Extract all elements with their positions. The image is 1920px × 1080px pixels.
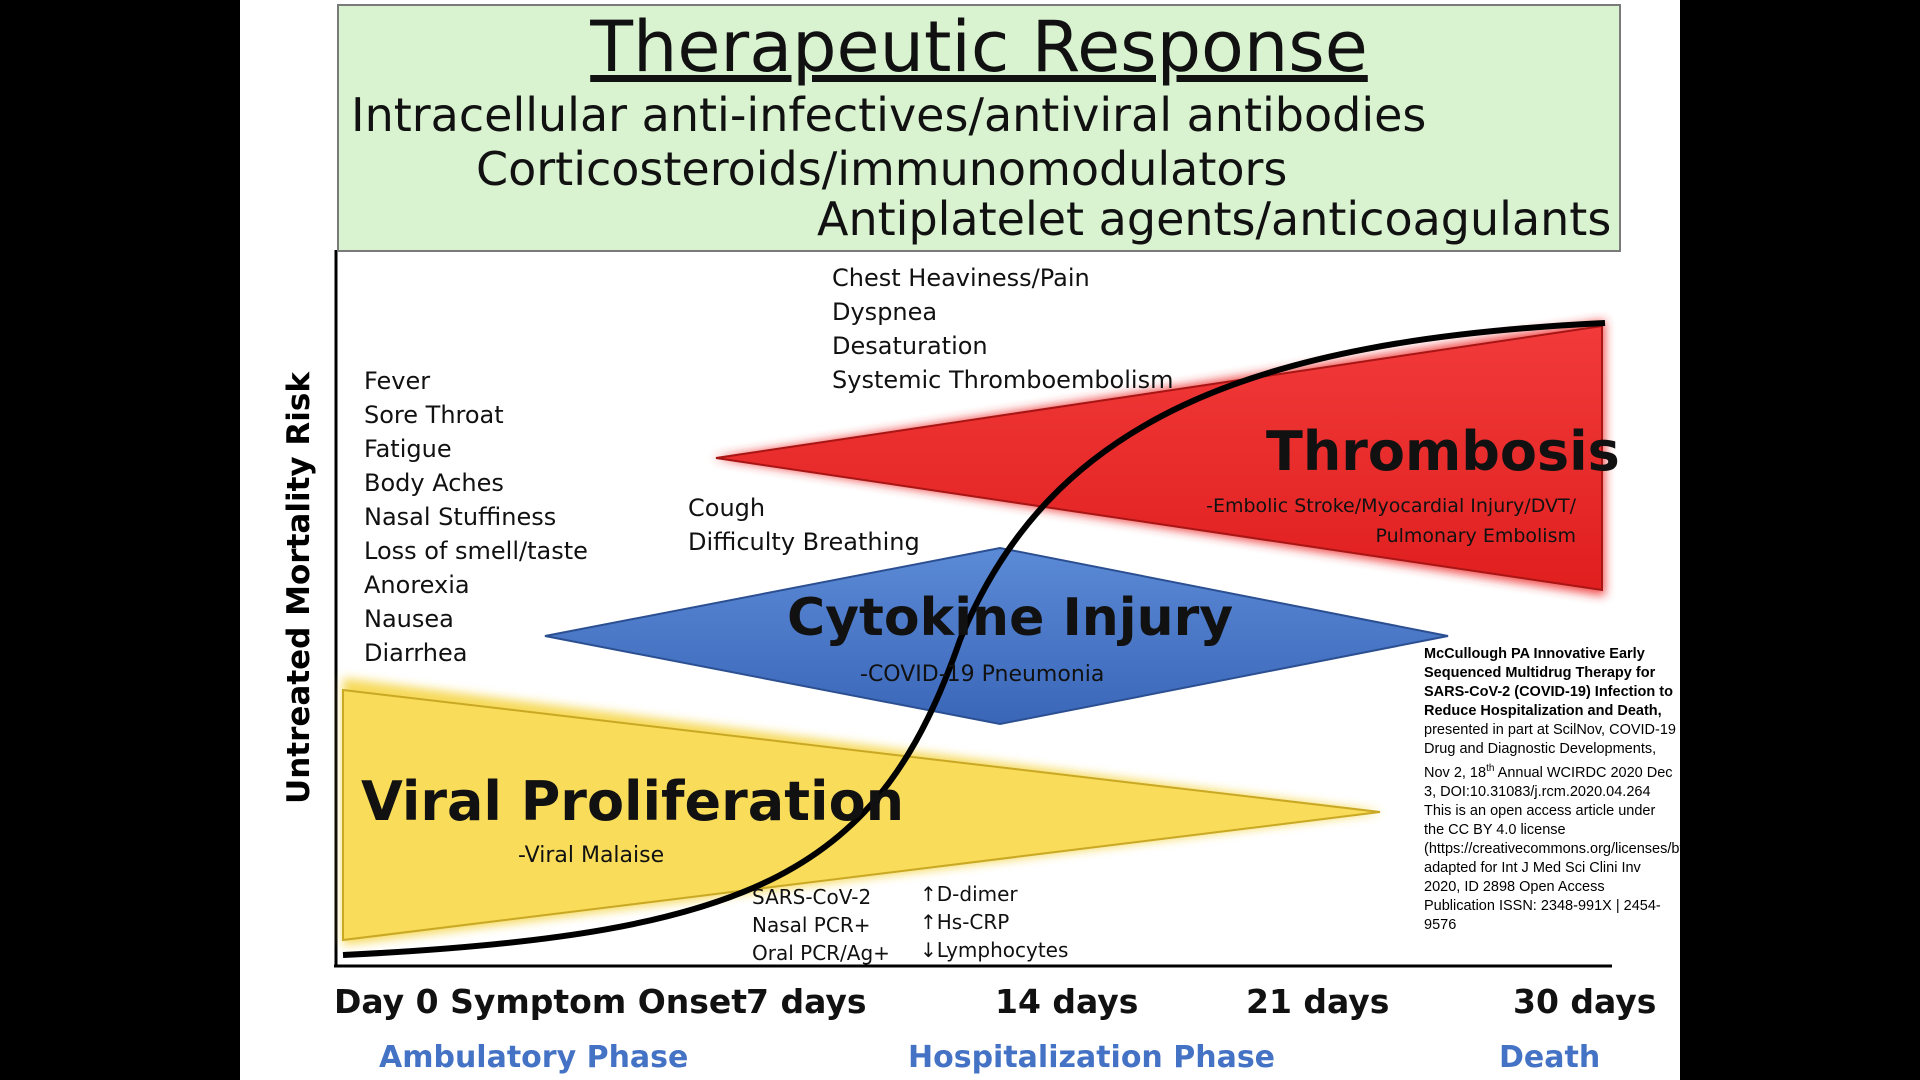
timeline-14-days: 14 days xyxy=(995,982,1139,1021)
test-item: Oral PCR/Ag+ xyxy=(752,941,890,965)
cytokine-injury-title: Cytokine Injury xyxy=(787,588,1234,648)
reference-bold-text: McCullough PA Innovative Early Sequenced… xyxy=(1424,646,1673,719)
biomarker-item: ↑D-dimer xyxy=(920,882,1018,906)
late-symptoms-list: Chest Heaviness/Pain Dyspnea Desaturatio… xyxy=(832,261,1173,397)
thrombosis-wedge xyxy=(715,324,1603,592)
reference-citation: McCullough PA Innovative Early Sequenced… xyxy=(1424,645,1724,935)
biomarker-list: ↑D-dimer ↑Hs-CRP ↓Lymphocytes xyxy=(920,880,1068,964)
viral-tests-list: SARS-CoV-2 Nasal PCR+ Oral PCR/Ag+ xyxy=(752,883,890,967)
biomarker-item: ↓Lymphocytes xyxy=(920,938,1069,962)
banner-line-corticosteroids: Corticosteroids/immunomodulators xyxy=(476,142,1288,196)
symptom-item: Nausea xyxy=(364,605,454,633)
symptom-item: Diarrhea xyxy=(364,639,468,667)
thrombosis-subtitle-line: Pulmonary Embolism xyxy=(1375,525,1576,547)
reference-text-part2: Annual WCIRDC 2020 Dec 3, DOI:10.31083/j… xyxy=(1424,764,1724,933)
early-symptoms-list: Fever Sore Throat Fatigue Body Aches Nas… xyxy=(364,364,588,670)
banner-line-antiinfectives: Intracellular anti-infectives/antiviral … xyxy=(351,88,1427,142)
symptom-item: Fatigue xyxy=(364,435,452,463)
timeline-30-days: 30 days xyxy=(1513,982,1657,1021)
timeline-day0: Day 0 Symptom Onset xyxy=(334,982,748,1021)
mortality-risk-curve xyxy=(342,320,1606,958)
symptom-item: Nasal Stuffiness xyxy=(364,503,557,531)
timeline-21-days: 21 days xyxy=(1246,982,1390,1021)
ambulatory-phase-label: Ambulatory Phase xyxy=(379,1040,689,1075)
thrombosis-title: Thrombosis xyxy=(1266,420,1620,483)
symptom-item: Cough xyxy=(688,494,766,522)
symptom-item: Fever xyxy=(364,367,431,395)
timeline-7-days: 7 days xyxy=(746,982,867,1021)
mid-symptoms-list: Cough Difficulty Breathing xyxy=(688,491,920,559)
test-item: Nasal PCR+ xyxy=(752,913,871,937)
symptom-item: Systemic Thromboembolism xyxy=(832,366,1174,394)
symptom-item: Loss of smell/taste xyxy=(364,537,588,565)
biomarker-item: ↑Hs-CRP xyxy=(920,910,1010,934)
cytokine-injury-diamond xyxy=(544,546,1449,726)
viral-proliferation-subtitle: -Viral Malaise xyxy=(518,843,665,868)
symptom-item: Body Aches xyxy=(364,469,504,497)
death-phase-label: Death xyxy=(1499,1040,1601,1075)
y-axis-label: Untreated Mortality Risk xyxy=(281,372,317,804)
symptom-item: Sore Throat xyxy=(364,401,504,429)
reference-text-part1: presented in part at ScilNov, COVID-19 D… xyxy=(1424,722,1676,781)
symptom-item: Desaturation xyxy=(832,332,988,360)
thrombosis-subtitle-line: -Embolic Stroke/Myocardial Injury/DVT/ xyxy=(1206,495,1576,517)
hospitalization-phase-label: Hospitalization Phase xyxy=(908,1040,1276,1075)
symptom-item: Difficulty Breathing xyxy=(688,528,920,556)
thrombosis-subtitle: -Embolic Stroke/Myocardial Injury/DVT/ P… xyxy=(1206,491,1576,551)
symptom-item: Anorexia xyxy=(364,571,470,599)
symptom-item: Chest Heaviness/Pain xyxy=(832,264,1090,292)
therapeutic-response-banner: Therapeutic Response Intracellular anti-… xyxy=(337,4,1621,252)
reference-superscript: th xyxy=(1486,763,1495,774)
cytokine-injury-subtitle: -COVID-19 Pneumonia xyxy=(860,662,1105,687)
banner-line-antiplatelet: Antiplatelet agents/anticoagulants xyxy=(817,192,1612,246)
symptom-item: Dyspnea xyxy=(832,298,938,326)
banner-title: Therapeutic Response xyxy=(590,6,1368,88)
viral-proliferation-title: Viral Proliferation xyxy=(361,770,905,833)
test-item: SARS-CoV-2 xyxy=(752,885,872,909)
